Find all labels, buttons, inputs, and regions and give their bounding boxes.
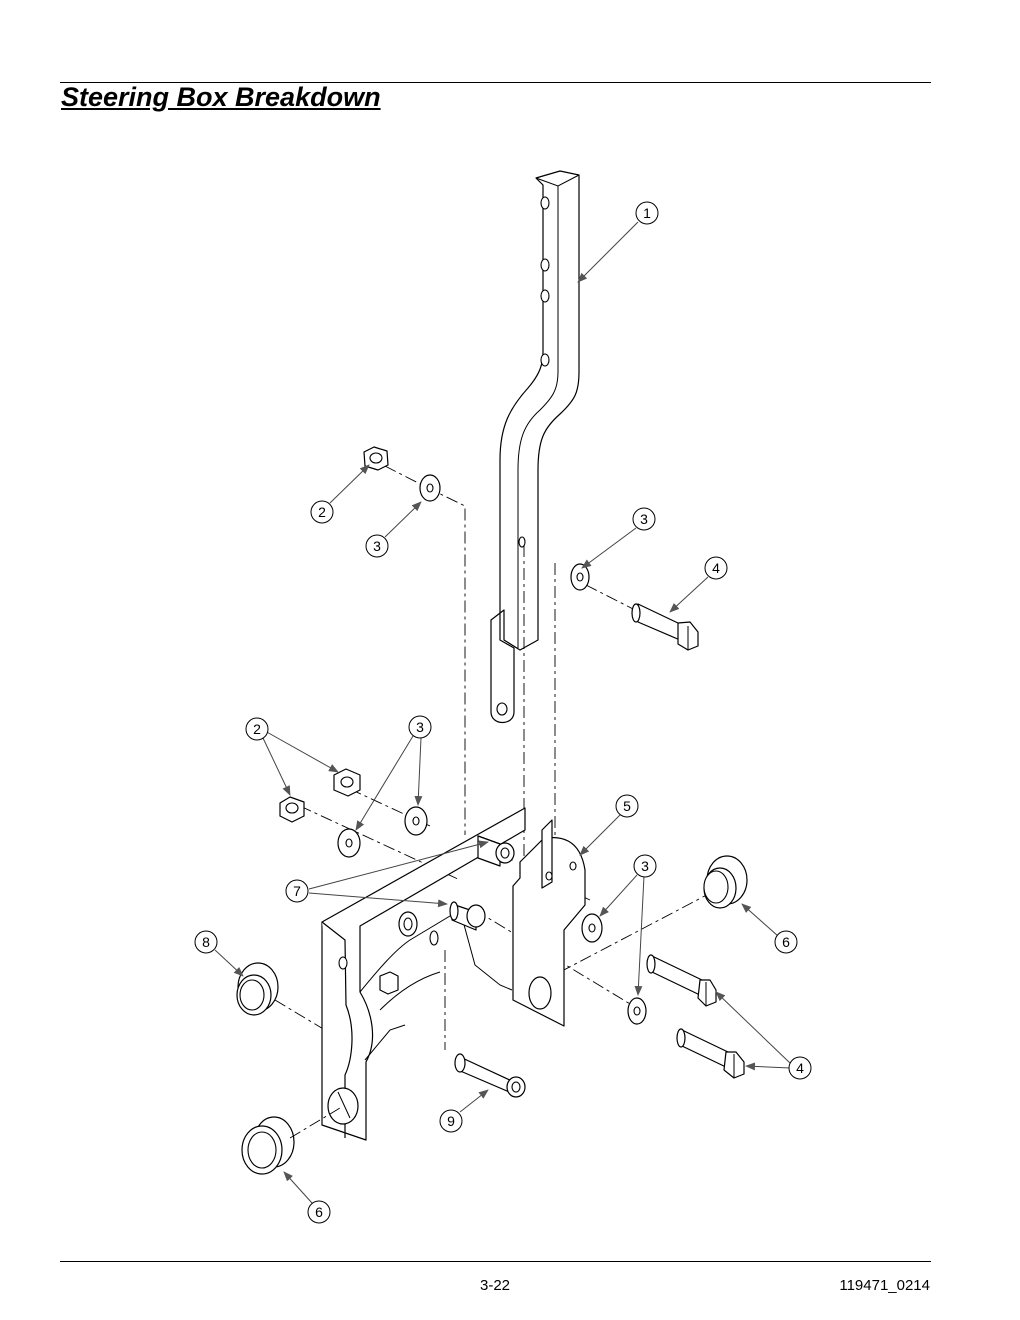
svg-text:3: 3 [416,719,424,735]
callout-4-top: 4 [704,556,728,580]
bushing-lower-left [241,1107,341,1175]
document-id: 119471_0214 [839,1277,930,1294]
svg-text:2: 2 [253,721,261,737]
lock-nut-upper-left [333,768,361,797]
svg-text:9: 9 [447,1113,455,1129]
svg-text:4: 4 [712,560,720,576]
svg-text:5: 5 [623,798,631,814]
lock-nut-lower-left [279,796,305,823]
callout-1: 1 [635,201,659,225]
svg-text:4: 4 [796,1060,804,1076]
washer-upper-left [404,806,428,836]
bolt-top [631,603,699,651]
callout-2-left: 2 [245,717,269,741]
washer-top-right [570,563,590,591]
svg-text:7: 7 [293,883,301,899]
bushing-upper-right [703,855,748,909]
bushing-left [236,962,279,1016]
page-title: Steering Box Breakdown [61,82,381,112]
callout-6-lower: 6 [307,1200,331,1224]
washer-top-left [419,474,441,502]
callout-3-left: 3 [408,715,432,739]
page-number: 3-22 [479,1277,511,1294]
bolt-middle [646,954,717,1007]
callout-9: 9 [439,1109,463,1133]
svg-text:8: 8 [202,934,210,950]
bolt-lower [676,1028,745,1079]
callout-3-top-right: 3 [632,507,656,531]
callout-2-top: 2 [310,500,334,524]
callout-5: 5 [615,794,639,818]
svg-text:1: 1 [643,205,651,221]
washer-lower-left [337,828,361,858]
svg-text:3: 3 [641,858,649,874]
washer-mid-right [581,913,603,943]
footer-rule [60,1261,931,1262]
callout-4-lower: 4 [788,1056,812,1080]
svg-text:6: 6 [782,934,790,950]
washer-lower-right [627,997,647,1025]
svg-text:6: 6 [315,1204,323,1220]
spacer-lower [449,901,486,931]
svg-text:3: 3 [640,511,648,527]
steering-arm [490,170,580,724]
svg-text:2: 2 [318,504,326,520]
pivot-pin [454,1053,526,1098]
lock-nut-top [363,446,389,471]
steering-box-bracket [321,807,586,1141]
svg-text:3: 3 [373,538,381,554]
callout-3-right: 3 [633,854,657,878]
callout-7: 7 [285,879,309,903]
header-rule [60,82,931,83]
callout-8: 8 [194,930,218,954]
leader-lines [214,221,791,1204]
callout-6-right: 6 [774,930,798,954]
callout-3-top-left: 3 [365,534,389,558]
